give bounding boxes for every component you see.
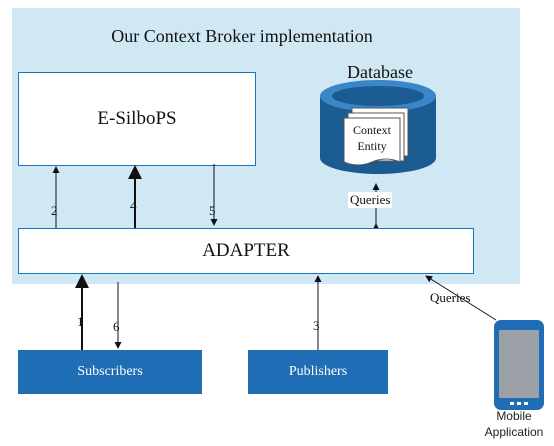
queries-mobile-label: Queries [430, 290, 471, 305]
mobile-application-label: Mobile Application [474, 408, 554, 440]
arrow-label-1: 1 [77, 314, 84, 329]
diagram-title: Our Context Broker implementation [111, 26, 373, 46]
adapter-box: ADAPTER [18, 228, 474, 274]
arrow-label-5: 5 [209, 203, 216, 218]
db-doc-line-2: Entity [357, 139, 386, 153]
publishers-box: Publishers [248, 350, 388, 394]
arrow-queries-mobile [425, 275, 497, 321]
arrow-label-3: 3 [313, 318, 320, 333]
esilbops-label: E-SilboPS [97, 108, 177, 129]
esilbops-box: E-SilboPS [18, 72, 256, 166]
queries-db-label: Queries [348, 192, 393, 208]
database-label: Database [347, 62, 413, 82]
mobile-label-line1: Mobile [496, 409, 532, 423]
subscribers-label: Subscribers [77, 364, 143, 379]
mobile-phone-icon [494, 320, 544, 410]
arrow-label-4: 4 [130, 198, 137, 213]
adapter-label: ADAPTER [202, 240, 290, 261]
arrow-label-2: 2 [51, 203, 58, 218]
db-doc-line-1: Context [353, 123, 392, 137]
publishers-label: Publishers [288, 364, 348, 379]
mobile-label-line2: Application [484, 425, 544, 439]
subscribers-box: Subscribers [18, 350, 202, 394]
database-cylinder-icon [320, 80, 436, 174]
arrow-label-6: 6 [113, 319, 120, 334]
